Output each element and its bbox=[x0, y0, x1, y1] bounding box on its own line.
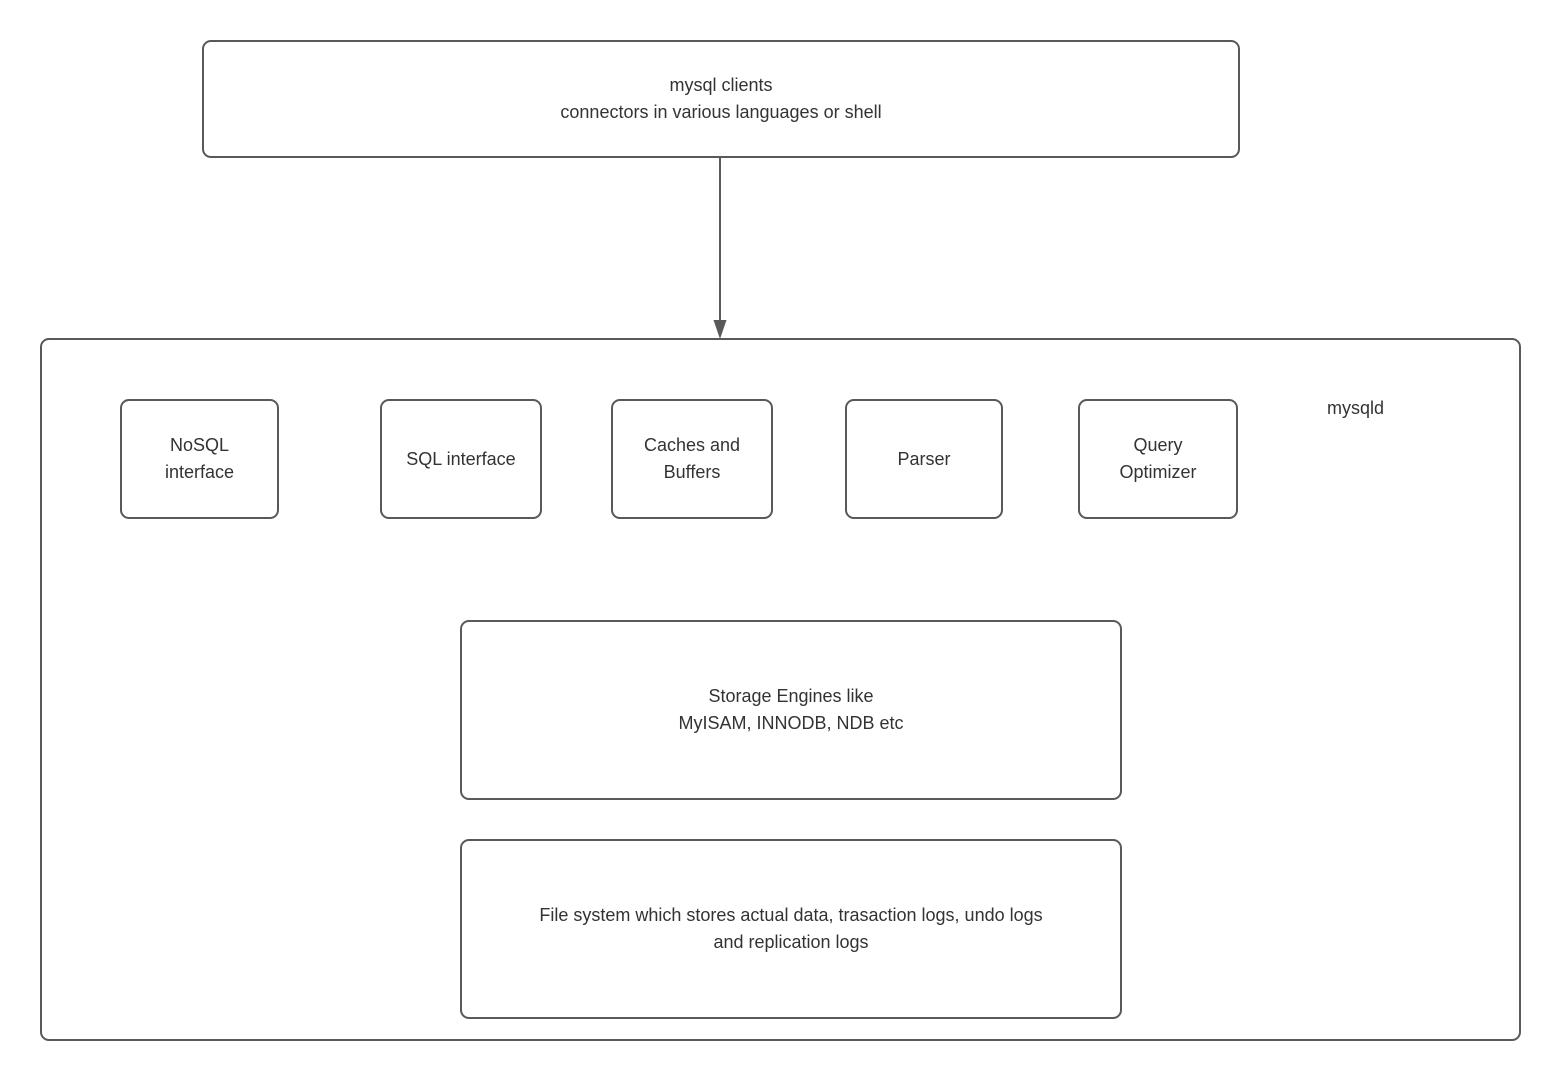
module-nosql-interface: NoSQL interface bbox=[120, 399, 279, 519]
module-label-line: SQL interface bbox=[406, 448, 516, 469]
clients-box: mysql clients connectors in various lang… bbox=[202, 40, 1240, 158]
module-parser: Parser bbox=[845, 399, 1003, 519]
file-system-box: File system which stores actual data, tr… bbox=[460, 839, 1122, 1019]
module-query-optimizer: Query Optimizer bbox=[1078, 399, 1238, 519]
module-label-line: Query bbox=[1133, 435, 1183, 455]
mysqld-label: mysqld bbox=[1327, 398, 1385, 418]
storage-engines-box: Storage Engines like MyISAM, INNODB, NDB… bbox=[460, 620, 1122, 800]
clients-box-title: mysql clients bbox=[669, 75, 773, 95]
module-label-line: NoSQL bbox=[169, 435, 230, 455]
file-system-line1: File system which stores actual data, tr… bbox=[539, 905, 1043, 925]
module-label-line: interface bbox=[164, 462, 235, 482]
file-system-line2: and replication logs bbox=[713, 932, 869, 952]
module-label-line: Optimizer bbox=[1119, 462, 1197, 482]
module-caches-and-buffers: Caches and Buffers bbox=[611, 399, 773, 519]
module-label-line: Parser bbox=[897, 448, 951, 469]
clients-box-subtitle: connectors in various languages or shell bbox=[560, 102, 882, 122]
module-label-line: Caches and bbox=[643, 435, 741, 455]
storage-engines-line1: Storage Engines like bbox=[708, 686, 874, 706]
module-label-line: Buffers bbox=[663, 462, 721, 482]
arrow-down-icon bbox=[713, 158, 727, 339]
storage-engines-line2: MyISAM, INNODB, NDB etc bbox=[678, 713, 904, 733]
module-sql-interface: SQL interface bbox=[380, 399, 542, 519]
